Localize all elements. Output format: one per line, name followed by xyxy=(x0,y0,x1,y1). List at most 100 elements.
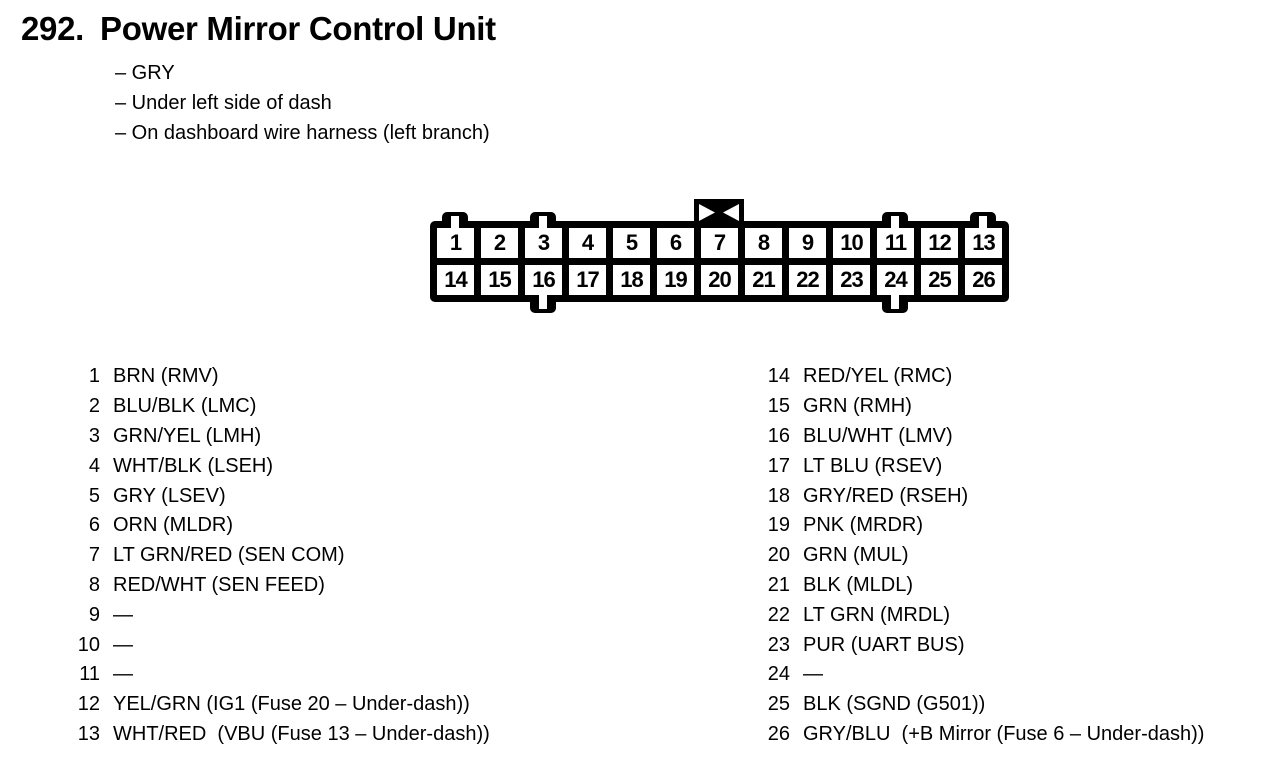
pin-cell-9: 9 xyxy=(789,228,826,258)
pin-label: RED/WHT (SEN FEED) xyxy=(113,573,325,596)
connector-body: 1 2 3 4 5 6 7 8 9 10 11 12 13 14 15 16 1… xyxy=(430,221,1009,302)
pin-cell-15: 15 xyxy=(481,265,518,295)
pin-cell-19: 19 xyxy=(657,265,694,295)
pin-number: 16 xyxy=(767,424,790,447)
pin-label: YEL/GRN (IG1 (Fuse 20 – Under-dash)) xyxy=(113,693,470,716)
pin-label: BRN (RMV) xyxy=(113,365,219,388)
pin-number: 4 xyxy=(88,454,100,477)
pin-row: 26 GRY/BLU (+B Mirror (Fuse 6 – Under-das… xyxy=(748,720,1205,750)
pin-row: 4 WHT/BLK (LSEH) xyxy=(58,451,490,481)
pin-number: 5 xyxy=(88,484,100,507)
pin-number: 24 xyxy=(767,663,790,686)
pin-cell-25: 25 xyxy=(921,265,958,295)
alignment-tab-icon xyxy=(442,212,468,234)
pin-label: GRY (LSEV) xyxy=(113,484,226,507)
pin-label: GRN (RMH) xyxy=(803,395,912,418)
pin-row: 23 PUR (UART BUS) xyxy=(748,630,1204,660)
pin-label: GRN (MUL) xyxy=(803,544,909,567)
pin-row: 1 BRN (RMV) xyxy=(58,362,490,392)
pin-label: PUR (UART BUS) xyxy=(803,633,965,656)
pin-label: LT GRN (MRDL) xyxy=(803,603,951,626)
pin-cell-10: 10 xyxy=(833,228,870,258)
pin-number: 14 xyxy=(767,365,790,388)
pin-number: 2 xyxy=(88,395,100,418)
pin-cell-8: 8 xyxy=(745,228,782,258)
pin-label: WHT/BLK (LSEH) xyxy=(113,454,274,477)
alignment-tab-icon xyxy=(530,212,556,234)
pin-cell-4: 4 xyxy=(569,228,606,258)
pin-row: 13 WHT/RED (VBU (Fuse 13 – Under-dash)) xyxy=(58,720,490,750)
pin-cell-13: 13 xyxy=(965,228,1002,258)
pin-label: ORN (MLDR) xyxy=(113,514,233,537)
pin-cell-23: 23 xyxy=(833,265,870,295)
pin-number: 22 xyxy=(767,603,790,626)
connector-diagram: 1 2 3 4 5 6 7 8 9 10 11 12 13 14 15 16 1… xyxy=(430,199,1009,313)
pin-row: 2 BLU/BLK (LMC) xyxy=(58,392,490,422)
pin-cell-21: 21 xyxy=(745,265,782,295)
pin-row: 17 LT BLU (RSEV) xyxy=(748,451,1204,481)
pin-row: 9— xyxy=(58,600,490,630)
pin-number: 26 xyxy=(767,722,790,745)
pin-number: 21 xyxy=(767,573,790,596)
pin-number: 23 xyxy=(767,633,790,656)
note-line: – GRY xyxy=(115,62,175,85)
connector-notes: – GRY – Under left side of dash – On das… xyxy=(115,59,490,148)
pin-number: 18 xyxy=(767,484,790,507)
pin-number: 17 xyxy=(767,454,790,477)
pin-number: 1 xyxy=(88,365,100,388)
pin-number: 25 xyxy=(767,693,790,716)
pin-label: — xyxy=(113,633,133,656)
pin-cell-24: 24 xyxy=(877,265,914,295)
pin-row: 11 — xyxy=(58,660,490,690)
pin-label: LT BLU (RSEV) xyxy=(803,454,943,477)
pin-cell-16: 16 xyxy=(525,265,562,295)
pin-label: BLU/WHT (LMV) xyxy=(803,424,953,447)
alignment-tab-icon xyxy=(882,291,908,313)
pin-row: 18 GRY/RED (RSEH) xyxy=(748,481,1204,511)
pin-row: 24 — xyxy=(748,660,1204,690)
pin-row: 16 BLU/WHT (LMV) xyxy=(748,422,1204,452)
title-text: Power Mirror Control Unit xyxy=(100,10,496,47)
pin-number: 19 xyxy=(767,514,790,537)
pin-label: — xyxy=(803,663,823,686)
pin-row: 20 GRN (MUL) xyxy=(748,541,1204,571)
pin-row: 10 — xyxy=(58,630,490,660)
pin-label: GRY/RED (RSEH) xyxy=(803,484,969,507)
pin-number: 10 xyxy=(77,633,100,656)
pin-label: BLK (MLDL) xyxy=(803,573,914,596)
pin-label: LT GRN/RED (SEN COM) xyxy=(113,544,345,567)
pin-number: 20 xyxy=(767,544,790,567)
pin-number: 13 xyxy=(77,722,100,745)
pin-cell-17: 17 xyxy=(569,265,606,295)
pin-label: BLK (SGND (G501)) xyxy=(803,693,986,716)
pin-label: — xyxy=(113,663,133,686)
page-title: 292. Power Mirror Control Unit xyxy=(21,10,496,48)
pin-label: GRY/BLU (+B Mirror (Fuse 6 – Under-dash)… xyxy=(803,722,1205,745)
pin-row: 22 LT GRN (MRDL) xyxy=(748,600,1204,630)
note-line: – Under left side of dash xyxy=(115,92,332,115)
pin-number: 7 xyxy=(88,544,100,567)
pin-cell-12: 12 xyxy=(921,228,958,258)
pin-label: — xyxy=(113,603,133,626)
pin-number: 9 xyxy=(88,603,100,626)
alignment-tab-icon xyxy=(970,212,996,234)
pin-label: RED/YEL (RMC) xyxy=(803,365,953,388)
alignment-tab-icon xyxy=(882,212,908,234)
pin-number: 11 xyxy=(79,663,100,686)
pin-cell-14: 14 xyxy=(437,265,474,295)
pin-row: 14 RED/YEL (RMC) xyxy=(748,362,1204,392)
pin-label: WHT/RED (VBU (Fuse 13 – Under-dash)) xyxy=(113,722,490,745)
pin-cell-2: 2 xyxy=(481,228,518,258)
pin-cell-5: 5 xyxy=(613,228,650,258)
pin-label: BLU/BLK (LMC) xyxy=(113,395,257,418)
alignment-tab-icon xyxy=(530,291,556,313)
pin-row: 21 BLK (MLDL) xyxy=(748,571,1204,601)
pin-row: 25 BLK (SGND (G501)) xyxy=(748,690,1204,720)
section-number: 292. xyxy=(21,10,85,47)
